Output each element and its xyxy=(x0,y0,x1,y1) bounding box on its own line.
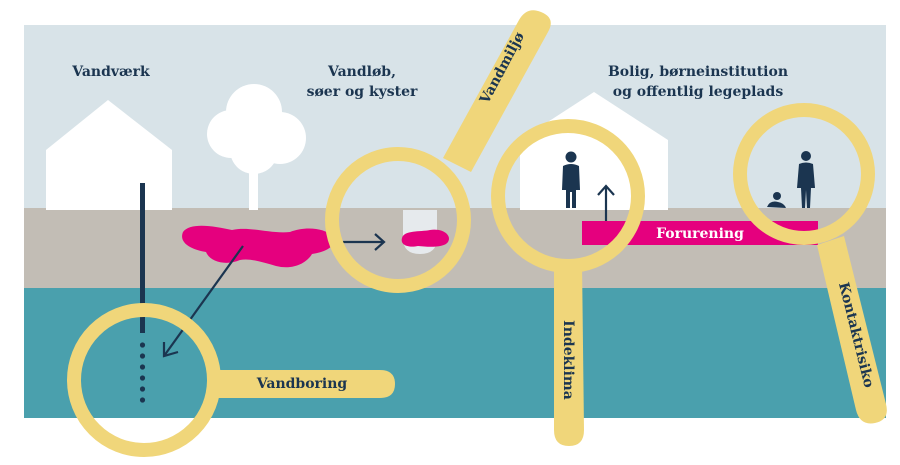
well-pipe xyxy=(140,183,145,333)
adult-person-icon xyxy=(562,151,580,208)
well-dots xyxy=(139,342,146,403)
label-waterworks: Vandværk xyxy=(71,64,150,80)
magnifier-label-indeklima: Indeklima xyxy=(560,320,576,400)
flow-arrow-to-stream xyxy=(338,233,386,251)
label-streams-line2: søer og kyster xyxy=(307,84,418,100)
pollution-bar-label: Forurening xyxy=(656,226,744,242)
woman-person-icon xyxy=(797,151,815,208)
magnifier-vandboring: Vandboring xyxy=(67,303,395,457)
pollution-blob xyxy=(182,225,334,268)
label-housing-line2: og offentlig legeplads xyxy=(613,84,784,100)
magnifier-indeklima: Indeklima xyxy=(491,119,645,446)
pollution-in-pit xyxy=(401,229,450,247)
label-housing-line1: Bolig, børneinstitution xyxy=(608,64,788,80)
label-streams-line1: Vandløb, xyxy=(327,64,396,80)
baby-person-icon xyxy=(767,192,786,208)
magnifier-label-vandboring: Vandboring xyxy=(256,376,348,392)
flow-arrow-to-well xyxy=(162,245,244,358)
tree xyxy=(207,84,306,210)
waterworks-house xyxy=(46,100,172,210)
